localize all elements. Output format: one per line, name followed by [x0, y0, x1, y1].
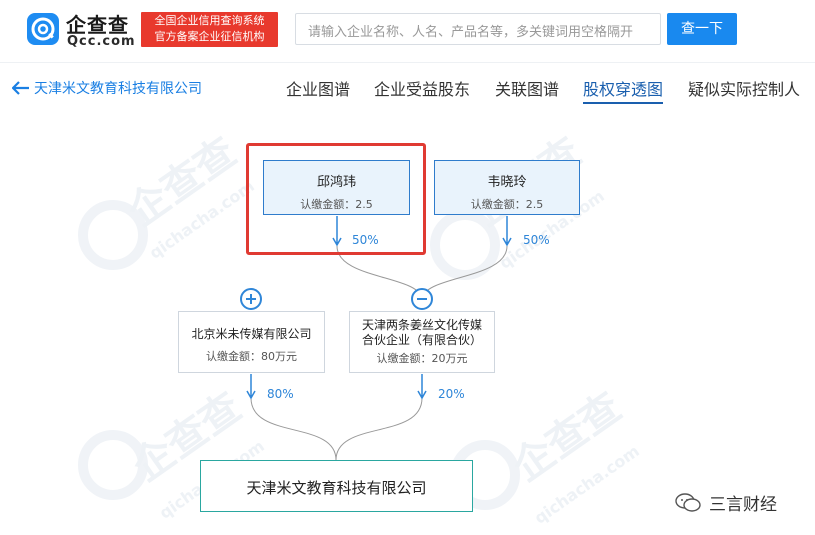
tab-actual-controller[interactable]: 疑似实际控制人 — [688, 80, 801, 99]
company-name-line-2: 合伙企业（有限合伙） — [361, 333, 482, 347]
expand-plus-icon[interactable] — [240, 288, 262, 310]
share-percentage: 20% — [438, 387, 465, 401]
subscribed-amount: 认缴金额：2.5 — [300, 198, 373, 211]
person-node-wei[interactable]: 韦晓玲 认缴金额：2.5 — [434, 160, 580, 215]
media-brand: 三言财经 — [675, 490, 777, 515]
person-node-qiu[interactable]: 邱鸿玮 认缴金额：2.5 — [263, 160, 410, 215]
search-input[interactable]: 请输入企业名称、人名、产品名等，多关键词用空格隔开 — [295, 13, 661, 45]
subscribed-amount: 认缴金额：2.5 — [470, 198, 544, 211]
subscribed-amount: 认缴金额：20万元 — [376, 352, 468, 365]
person-name: 韦晓玲 — [487, 175, 527, 190]
tab-equity-penetration[interactable]: 股权穿透图 — [583, 76, 664, 104]
back-link-label: 天津米文教育科技有限公司 — [34, 81, 202, 97]
back-link[interactable]: 天津米文教育科技有限公司 — [12, 78, 202, 98]
share-percentage: 50% — [523, 233, 550, 247]
tab-association-graph[interactable]: 关联图谱 — [495, 80, 560, 99]
watermark-logo-icon — [78, 200, 148, 270]
arrow-down-icon — [417, 374, 427, 400]
company-node-mimi[interactable]: 北京米未传媒有限公司 认缴金额：80万元 — [178, 311, 325, 373]
tab-beneficial-shareholders[interactable]: 企业受益股东 — [374, 80, 471, 99]
connector-mimi-to-target — [250, 397, 337, 461]
company-node-partnership[interactable]: 天津两条姜丝文化传媒 合伙企业（有限合伙） 认缴金额：20万元 — [349, 311, 495, 373]
arrow-down-icon — [332, 216, 342, 247]
highlight-annotation — [246, 143, 426, 255]
company-name-line-1: 天津两条姜丝文化传媒 — [361, 318, 482, 332]
brand-name: 三言财经 — [709, 495, 777, 515]
arrow-down-icon — [246, 374, 256, 400]
share-percentage: 50% — [352, 233, 379, 247]
logo-title[interactable]: 企查查 — [66, 13, 129, 37]
arrow-down-icon — [502, 216, 512, 247]
cert-line-1: 全国企业信用查询系统 — [154, 14, 265, 27]
subscribed-amount: 认缴金额：80万元 — [206, 350, 297, 363]
connector-partnership-to-target — [335, 397, 423, 461]
logo-domain: Qcc.com — [67, 34, 136, 49]
target-company-node[interactable]: 天津米文教育科技有限公司 — [200, 460, 473, 512]
connector-b-to-partnership — [421, 245, 508, 301]
watermark-logo-icon — [78, 430, 148, 500]
target-company-name: 天津米文教育科技有限公司 — [246, 479, 427, 497]
collapse-minus-icon[interactable] — [411, 288, 433, 310]
tab-enterprise-graph[interactable]: 企业图谱 — [286, 80, 351, 99]
watermark-logo-icon — [430, 210, 500, 280]
person-name: 邱鸿玮 — [316, 175, 356, 190]
cert-line-2: 官方备案企业征信机构 — [154, 30, 265, 43]
wechat-icon — [675, 492, 701, 512]
back-arrow-icon — [12, 81, 29, 95]
search-button[interactable]: 查一下 — [667, 13, 737, 45]
certification-badge: 全国企业信用查询系统 官方备案企业征信机构 — [141, 12, 278, 47]
share-percentage: 80% — [267, 387, 294, 401]
qcc-logo-icon[interactable] — [27, 13, 59, 45]
company-name: 北京米未传媒有限公司 — [191, 327, 312, 341]
top-header: 企查查 Qcc.com 全国企业信用查询系统 官方备案企业征信机构 请输入企业名… — [0, 0, 815, 63]
